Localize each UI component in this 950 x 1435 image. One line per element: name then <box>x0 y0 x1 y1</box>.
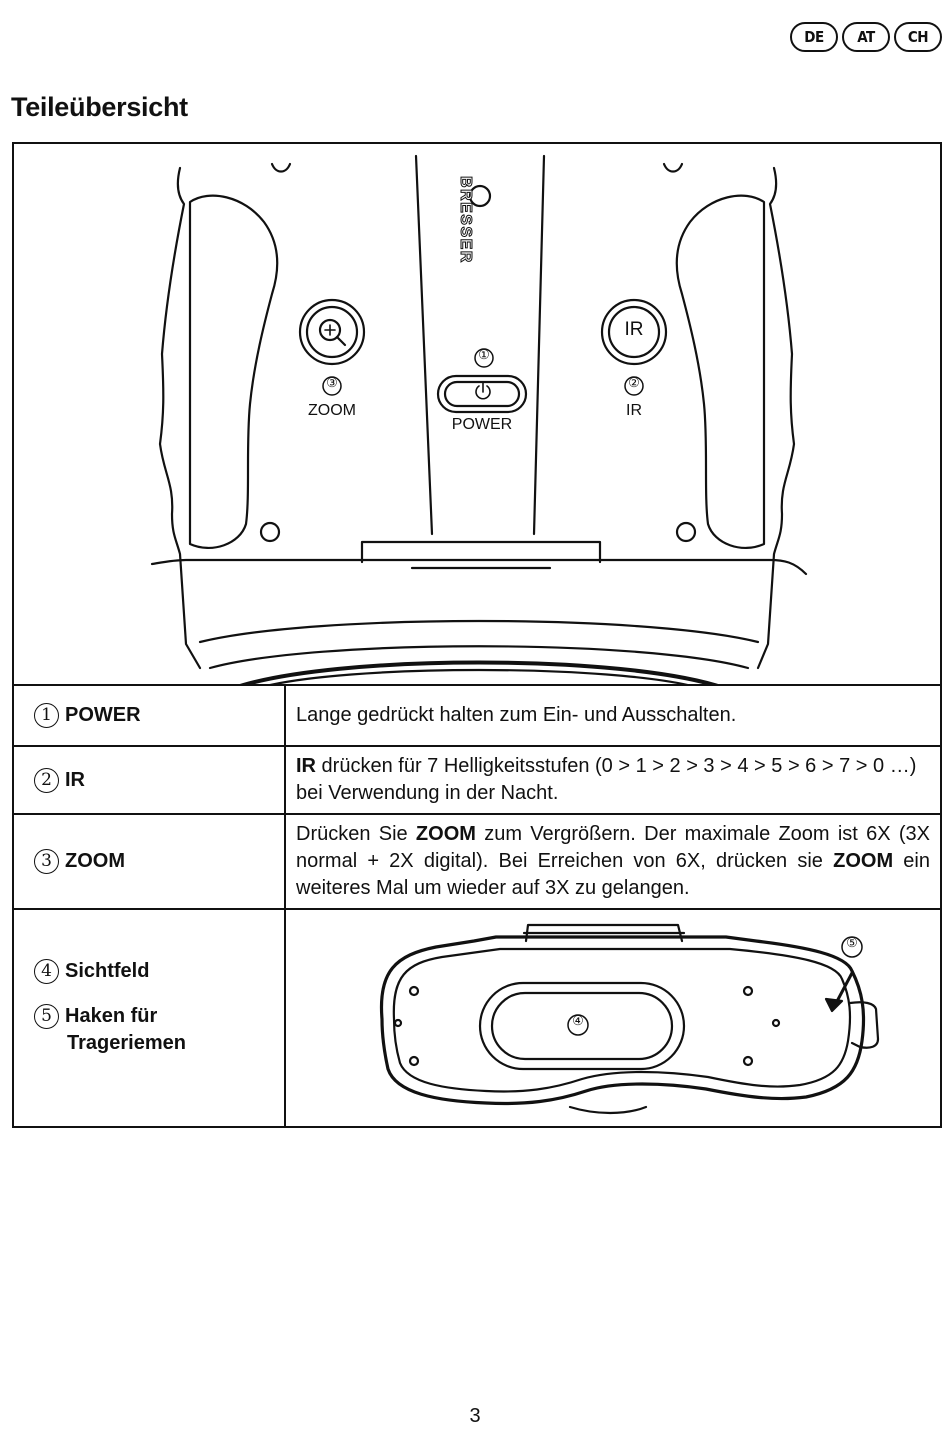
table-row: 2 IR IR drücken für 7 Helligkeitsstufen (… <box>12 745 942 815</box>
part-name: Haken für <box>65 1005 158 1028</box>
part-description: Drücken Sie <box>296 823 416 845</box>
field-of-view-callout: ④ <box>572 1014 584 1029</box>
part-name: ZOOM <box>65 850 125 872</box>
part-name-continued: Trageriemen <box>67 1032 186 1055</box>
power-callout-number: ① <box>478 348 490 363</box>
part-description-cell: Lange gedrückt halten zum Ein- und Aussc… <box>284 684 942 747</box>
part-name: POWER <box>65 704 141 726</box>
part-number-badge: 1 <box>34 703 59 728</box>
part-description: ein weiteres Mal um wieder auf 3X zu gel… <box>296 850 930 899</box>
brand-logo-text: BRESSER <box>457 176 475 265</box>
front-view-diagram-cell: ④ ⑤ <box>284 908 942 1128</box>
part-name: Sichtfeld <box>65 960 150 983</box>
lang-badge-de: DE <box>790 22 838 52</box>
part-haken: 5 Haken für Trageriemen <box>34 1003 284 1057</box>
zoom-callout-number: ③ <box>326 376 338 391</box>
part-name-cell: 1 POWER <box>12 684 286 747</box>
part-sichtfeld: 4 Sichtfeld <box>34 958 284 985</box>
part-name-cell: 2 IR <box>12 745 286 815</box>
table-row: 4 Sichtfeld 5 Haken für Trageriemen <box>12 908 942 1128</box>
language-badges: DE AT CH <box>790 22 942 52</box>
power-button-label: POWER <box>451 416 513 433</box>
part-description-bold: ZOOM <box>415 823 476 845</box>
table-row: 1 POWER Lange gedrückt halten zum Ein- un… <box>12 684 942 747</box>
ir-button-label: IR <box>626 402 642 419</box>
part-description-bold: ZOOM <box>833 850 894 872</box>
device-top-view-diagram: BRESSER ③ ZOOM ① POWER ② IR IR <box>12 142 942 686</box>
binocular-top-illustration <box>150 154 808 686</box>
binocular-front-illustration <box>379 923 880 1115</box>
page-title: Teileübersicht <box>11 92 188 122</box>
ir-button-text: IR <box>624 319 644 340</box>
lang-badge-ch: CH <box>894 22 942 52</box>
part-name-cell: 3 ZOOM <box>12 813 286 910</box>
part-description-cell: Drücken Sie ZOOM zum Vergrößern. Der max… <box>284 813 942 910</box>
part-description: Lange gedrückt halten zum Ein- und Aussc… <box>296 704 737 726</box>
part-description: drücken für 7 Helligkeitsstufen (0 > 1 >… <box>296 755 917 804</box>
ir-callout-number: ② <box>628 376 640 391</box>
lang-badge-at: AT <box>842 22 890 52</box>
part-number-badge: 4 <box>34 959 59 985</box>
table-row: 3 ZOOM Drücken Sie ZOOM zum Vergrößern. D… <box>12 813 942 910</box>
part-name: IR <box>65 768 85 791</box>
strap-hook-callout: ⑤ <box>846 936 858 951</box>
part-description: zum Vergrößern. Der maximale Zoom ist 6X… <box>296 823 930 872</box>
part-number-badge: 5 <box>34 1004 59 1030</box>
zoom-button-label: ZOOM <box>308 402 356 419</box>
page-number: 3 <box>469 1405 481 1427</box>
part-name-cell: 4 Sichtfeld 5 Haken für Trageriemen <box>12 908 286 1128</box>
part-description-bold: IR <box>296 755 316 777</box>
part-description-cell: IR drücken für 7 Helligkeitsstufen (0 > … <box>284 745 942 815</box>
parts-table: 1 POWER Lange gedrückt halten zum Ein- un… <box>12 684 942 1128</box>
part-number-badge: 3 <box>34 849 59 874</box>
part-number-badge: 2 <box>34 767 59 793</box>
